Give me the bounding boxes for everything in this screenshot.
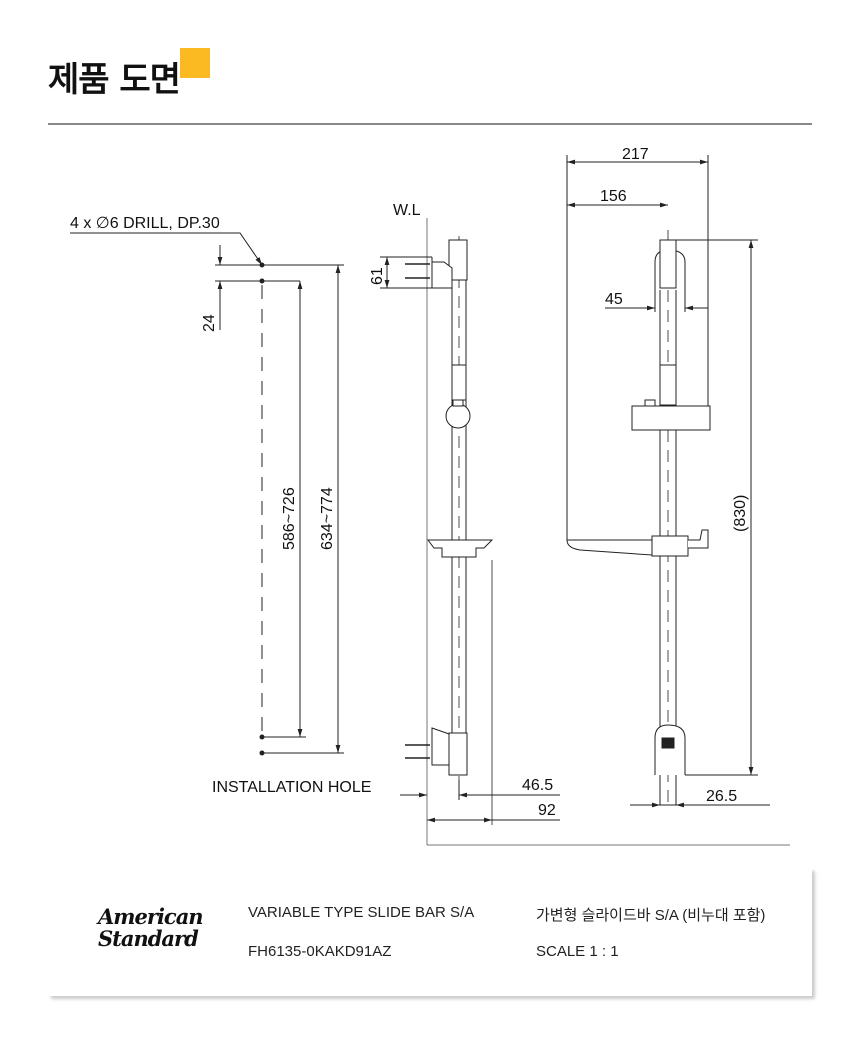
installation-hole-view: 4 x ∅6 DRILL, DP.30 24 586~726 634~774 I… [70,215,371,796]
title-block: American Standard VARIABLE TYPE SLIDE BA… [48,868,812,996]
wall-anchors [405,263,430,759]
side-view: W.L 61 46.5 [369,202,790,846]
product-name-kr: 가변형 슬라이드바 S/A (비누대 포함) [536,907,766,924]
installation-hole-label: INSTALLATION HOLE [212,779,371,796]
scale-label: SCALE 1 : 1 [536,943,619,960]
dim-45: 45 [605,291,623,308]
product-name-en: VARIABLE TYPE SLIDE BAR S/A [248,904,475,921]
page-title: 제품 도면 [48,60,181,100]
front-view: 217 156 45 (830) 26.5 [566,146,770,810]
american-standard-logo: American Standard [98,904,204,951]
drill-note: 4 x ∅6 DRILL, DP.30 [70,215,220,232]
dim-830: (830) [732,495,749,532]
dim-46-5: 46.5 [522,777,553,794]
product-code: FH6135-0KAKD91AZ [248,943,392,960]
dim-26-5: 26.5 [706,788,737,805]
logo-line-2: Standard [98,926,199,951]
title-accent-square [180,48,210,78]
title-divider [48,123,812,125]
dim-634-774: 634~774 [319,487,336,550]
dim-586-726: 586~726 [281,487,298,550]
dim-61: 61 [369,267,386,285]
dim-24: 24 [201,314,218,332]
logo-line-1: American [98,904,204,929]
wall-line-label: W.L [393,202,421,219]
dim-217: 217 [622,146,649,163]
dim-92: 92 [538,802,556,819]
dim-156: 156 [600,188,627,205]
